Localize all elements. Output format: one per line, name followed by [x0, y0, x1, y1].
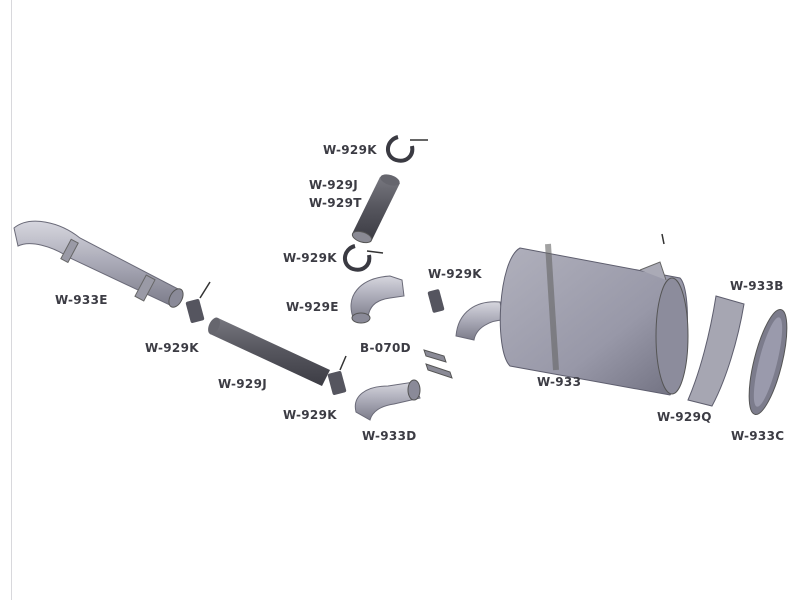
elbow-w929e: [350, 275, 405, 324]
label-w929k-right: W-929K: [428, 267, 482, 281]
label-w929k-lower: W-929K: [283, 408, 337, 422]
clamp-w929k-lower: [327, 355, 347, 395]
flex-pipe-w929j-lower: [208, 317, 330, 386]
label-w933: W-933: [537, 375, 582, 389]
clamp-w929k-right: [427, 289, 445, 313]
flex-pipe-w929j-upper: [351, 174, 400, 244]
band-w929q: [687, 295, 745, 407]
pipe-w933e: [13, 220, 184, 308]
page-edge-line: [11, 0, 12, 600]
label-b070d: B-070D: [360, 341, 411, 355]
label-w929k-top: W-929K: [323, 143, 377, 157]
label-w933b: W-933B: [730, 279, 784, 293]
label-w929j-upper: W-929J: [309, 178, 358, 192]
label-w929q: W-929Q: [657, 410, 712, 424]
label-w933d: W-933D: [362, 429, 417, 443]
label-w933c: W-933C: [731, 429, 785, 443]
bracket-b070d: [423, 349, 453, 379]
cap-w933c: [748, 308, 788, 416]
muffler-w933: [455, 233, 689, 396]
clamp-w929k-left: [185, 281, 211, 323]
label-w929k-left: W-929K: [145, 341, 199, 355]
label-w929t: W-929T: [309, 196, 362, 210]
elbow-w933d: [354, 379, 421, 421]
label-w929k-mid: W-929K: [283, 251, 337, 265]
clamp-w929k-top: [386, 135, 428, 163]
clamp-w929k-mid: [343, 244, 384, 272]
label-w929e: W-929E: [286, 300, 339, 314]
label-w929j-lower: W-929J: [218, 377, 267, 391]
label-w933e: W-933E: [55, 293, 108, 307]
